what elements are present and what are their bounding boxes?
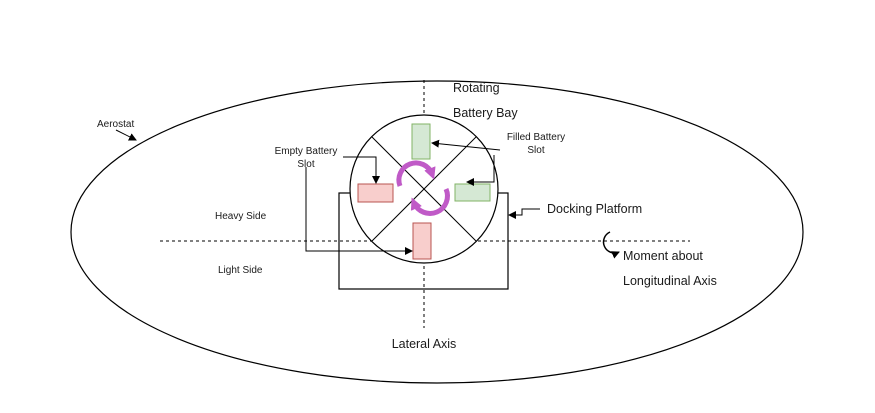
empty-slot-label: Slot	[297, 159, 314, 170]
filled-battery-slot	[454, 183, 491, 202]
battery-bay-label: Battery Bay	[453, 106, 518, 120]
light-side-label: Light Side	[218, 265, 263, 276]
rotating-label: Rotating	[453, 81, 500, 95]
rotation-cycle-icon	[396, 160, 450, 216]
empty-slot-callout-arrow	[343, 156, 380, 184]
longitudinal-axis-label: Longitudinal Axis	[623, 274, 717, 288]
empty-battery-slot	[357, 183, 394, 203]
filled-slot-callout-arrow	[431, 139, 501, 151]
docking-platform-callout-arrow	[508, 208, 540, 219]
aerostat-label: Aerostat	[97, 119, 134, 130]
lateral-axis-label: Lateral Axis	[392, 337, 457, 351]
moment-label: Moment about	[623, 249, 703, 263]
aerostat-callout-arrow	[115, 129, 137, 141]
empty-slot-callout-arrow	[305, 167, 413, 255]
aerostat-hull	[70, 80, 804, 384]
bay-divider	[371, 136, 477, 242]
empty-slot-label: Empty Battery	[275, 146, 338, 157]
heavy-side-label: Heavy Side	[215, 211, 267, 222]
docking-platform-label: Docking Platform	[547, 202, 642, 216]
filled-battery-slot	[411, 123, 431, 160]
filled-slot-label: Filled Battery	[507, 132, 565, 143]
counterclockwise-moment-icon	[602, 231, 620, 259]
filled-slot-callout-arrow	[466, 155, 495, 186]
empty-battery-slot	[412, 222, 432, 260]
filled-slot-label: Slot	[527, 145, 544, 156]
